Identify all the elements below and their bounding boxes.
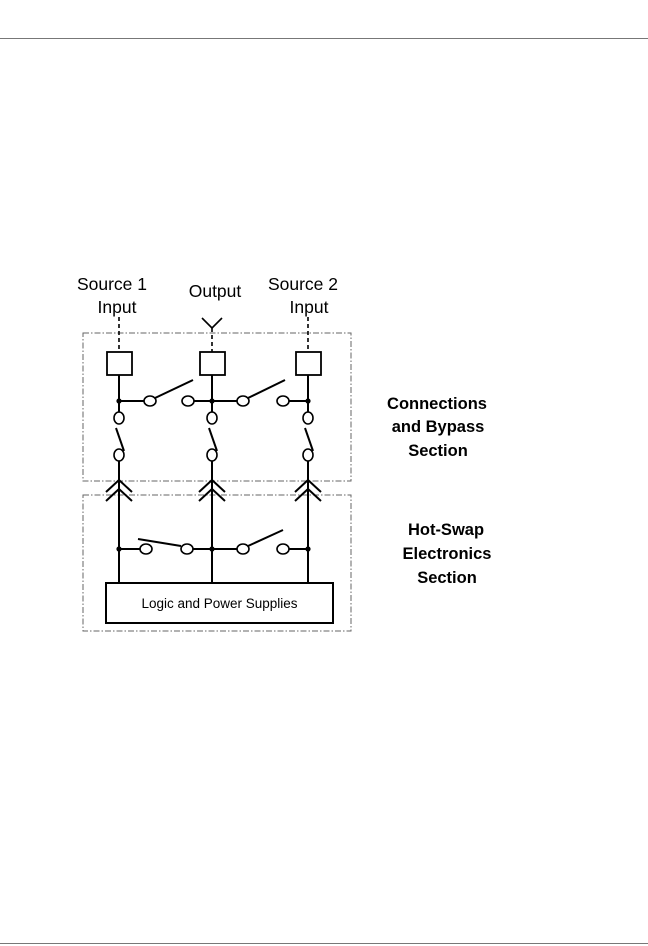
isolation-switch-2 [206, 411, 218, 462]
connections-section-label-line1: Connections [387, 395, 487, 413]
header-rule [0, 38, 648, 39]
footer-rule [0, 943, 648, 944]
hotswap-electronics-section-box [82, 494, 352, 632]
output-label: Output [189, 281, 242, 301]
connections-bypass-section-box [82, 332, 352, 482]
logic-power-supplies-box [105, 582, 334, 624]
isolation-switch-3 [302, 411, 314, 462]
bypass-switch-1 [119, 379, 194, 407]
isolation-switch-1 [113, 411, 125, 462]
logic-power-supplies-label: Logic and Power Supplies [141, 596, 297, 611]
hotswap-section-label-line1: Hot-Swap [408, 521, 484, 539]
connector-3-icon [294, 478, 322, 502]
hotswap-section-label-line2: Electronics [403, 545, 492, 563]
electronic-switch-1 [119, 538, 237, 555]
connections-section-label-line3: Section [408, 442, 468, 460]
source2-label-line2: Input [290, 297, 329, 317]
connections-section-label-line2: and Bypass [392, 418, 485, 436]
electronic-switch-2 [236, 529, 308, 555]
hotswap-section-label-line3: Section [417, 569, 477, 587]
source1-terminal [106, 351, 133, 376]
source1-label-line2: Input [98, 297, 137, 317]
bypass-switch-3 [276, 395, 308, 407]
output-terminal-icon [201, 317, 223, 352]
bypass-switch-2 [181, 379, 286, 407]
source2-label-line1: Source 2 [268, 274, 338, 294]
source1-label-line1: Source 1 [77, 274, 147, 294]
connector-2-icon [198, 478, 226, 502]
output-terminal [199, 351, 226, 376]
connector-1-icon [105, 478, 133, 502]
source2-terminal [295, 351, 322, 376]
